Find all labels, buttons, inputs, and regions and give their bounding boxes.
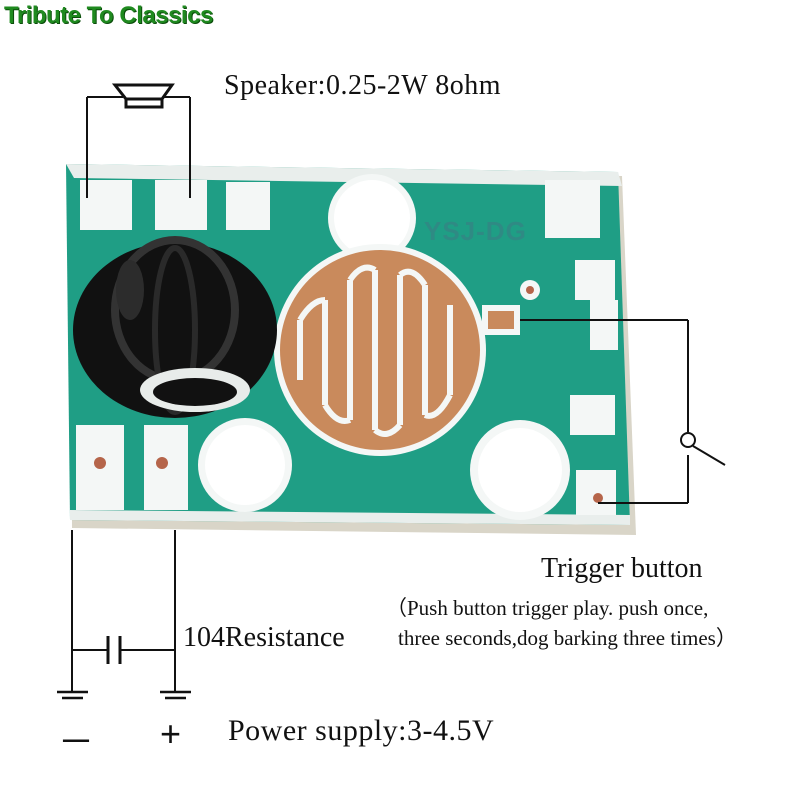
solder-dots: [94, 286, 603, 503]
trigger-wiring: [520, 319, 726, 504]
trigger-description-line2: three seconds,dog barking three times）: [398, 626, 737, 650]
mounting-holes: [198, 174, 570, 520]
resistance-label: 104Resistance: [183, 622, 345, 653]
negative-terminal-label: －: [58, 721, 95, 762]
board-model-code: YSJ-DG: [424, 216, 527, 246]
trigger-contact-pad: [274, 244, 520, 456]
ground-minus-icon: [57, 690, 88, 700]
speaker-spec-label: Speaker:0.25-2W 8ohm: [224, 70, 501, 101]
right-pads: [545, 180, 618, 515]
speaker-pads: [80, 180, 270, 230]
power-supply-label: Power supply:3-4.5V: [228, 714, 495, 747]
trigger-button-label: Trigger button: [541, 553, 703, 584]
ground-plus-icon: [160, 690, 191, 700]
brand-watermark: Tribute To Classics: [4, 2, 213, 29]
chip-blob: [73, 236, 277, 418]
power-wiring: [71, 530, 176, 692]
positive-terminal-label: +: [160, 713, 182, 754]
switch-icon: [680, 432, 696, 448]
trigger-description-line1: （Push button trigger play. push once,: [386, 596, 709, 620]
speaker-icon: [111, 83, 175, 109]
power-pads: [76, 425, 188, 510]
capacitor-icon: [106, 636, 122, 664]
